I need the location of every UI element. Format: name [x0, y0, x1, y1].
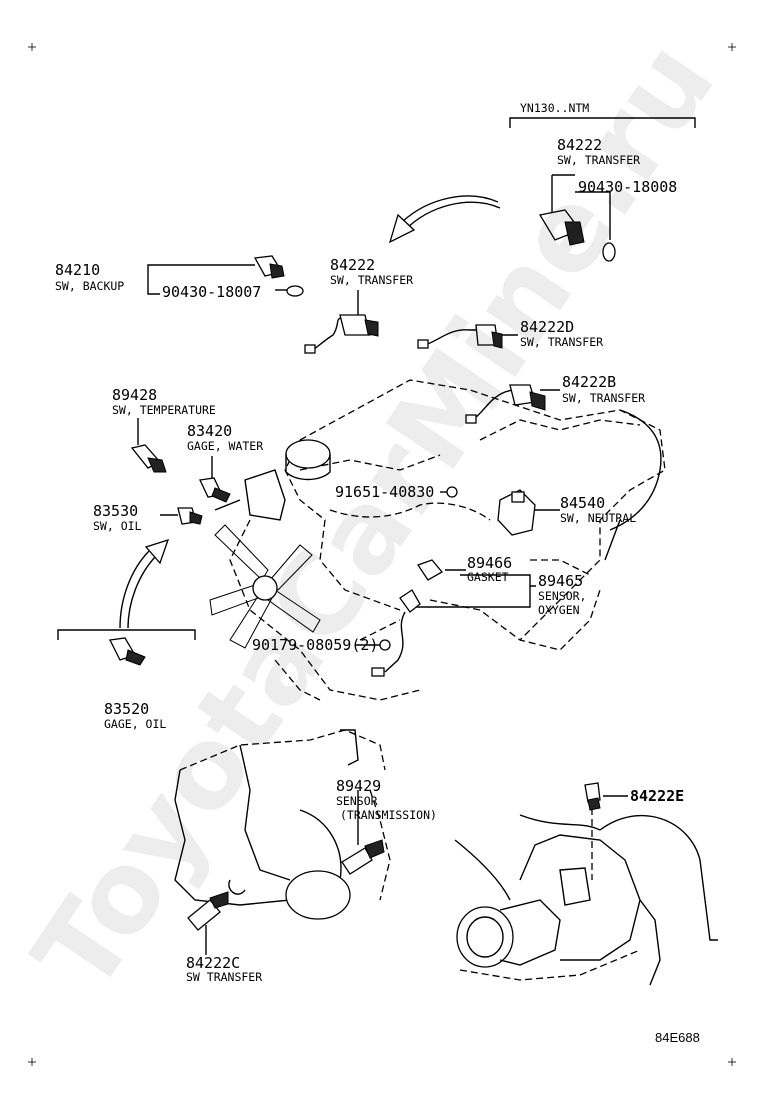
sensor-transmission-name-line1: SENSOR [336, 794, 378, 808]
sw-temperature-number: 89428 [112, 386, 157, 404]
sw-transfer-e-part [584, 782, 601, 811]
sw-transfer-c-number: 84222C [186, 954, 240, 972]
direction-arrows [119, 195, 501, 629]
nut-number: 90179-08059(2) [252, 636, 378, 654]
sw-transfer-mid-name: SW, TRANSFER [330, 273, 413, 287]
sw-backup-number: 84210 [55, 261, 100, 279]
gasket-oxygen-part [416, 559, 443, 581]
gasket-ring-icon [602, 242, 616, 262]
transfer-case-illustration [454, 814, 718, 986]
sw-oil-part [177, 507, 203, 525]
bolt-number: 91651-40830 [335, 483, 434, 501]
gage-oil-name: GAGE, OIL [104, 717, 166, 731]
fan-icon [209, 524, 321, 649]
transmission-illustration [174, 729, 391, 920]
sensor-oxygen-number: 89465 [538, 572, 583, 590]
sw-transfer-top-part [538, 209, 585, 246]
sensor-oxygen-name-line2: OXYGEN [538, 603, 580, 617]
gage-water-number: 83420 [187, 422, 232, 440]
gasket-oxygen-name: GASKET [467, 570, 509, 584]
gasket-backup-number: 90430-18007 [162, 283, 261, 301]
sw-oil-number: 83530 [93, 502, 138, 520]
sw-oil-name: SW, OIL [93, 519, 142, 533]
sw-backup-name: SW, BACKUP [55, 279, 124, 293]
sw-transfer-d-part [417, 324, 503, 349]
sw-temperature-name: SW, TEMPERATURE [112, 403, 216, 417]
gasket-top-number: 90430-18008 [578, 178, 677, 196]
gage-oil-part [109, 637, 146, 666]
gage-water-part [199, 477, 231, 503]
gasket-oxygen-number: 89466 [467, 554, 512, 572]
engine-illustration [209, 379, 666, 701]
sw-neutral-part [497, 489, 536, 536]
sw-transfer-d-name: SW, TRANSFER [520, 335, 603, 349]
sw-neutral-number: 84540 [560, 494, 605, 512]
gasket-backup-icon [286, 285, 304, 297]
sw-transfer-d-number: 84222D [520, 318, 574, 336]
sensor-oxygen-part [371, 589, 421, 677]
leader-lines [57, 117, 696, 955]
sw-transfer-b-part [465, 384, 546, 424]
diagram-code: 84E688 [655, 1030, 700, 1045]
gage-oil-number: 83520 [104, 700, 149, 718]
sw-transfer-e-number: 84222E [630, 787, 684, 805]
sw-backup-part [253, 255, 285, 279]
sensor-transmission-name-line2: (TRANSMISSION) [340, 808, 437, 822]
sensor-transmission-number: 89429 [336, 777, 381, 795]
sensor-oxygen-name-line1: SENSOR, [538, 589, 586, 603]
gage-water-name: GAGE, WATER [187, 439, 263, 453]
registration-marks [28, 43, 736, 1066]
sw-transfer-mid-number: 84222 [330, 256, 375, 274]
sw-temperature-part [130, 444, 167, 473]
sw-neutral-name: SW, NEUTRAL [560, 511, 636, 525]
bolt-part [446, 486, 458, 498]
sw-transfer-c-part [187, 891, 229, 931]
sw-transfer-b-number: 84222B [562, 373, 616, 391]
sw-transfer-mid-part [304, 314, 379, 354]
variant-header: YN130..NTM [520, 101, 589, 115]
sw-transfer-b-name: SW, TRANSFER [562, 391, 645, 405]
sw-transfer-top-name: SW, TRANSFER [557, 153, 640, 167]
sw-transfer-top-number: 84222 [557, 136, 602, 154]
sw-transfer-c-name: SW TRANSFER [186, 970, 262, 984]
